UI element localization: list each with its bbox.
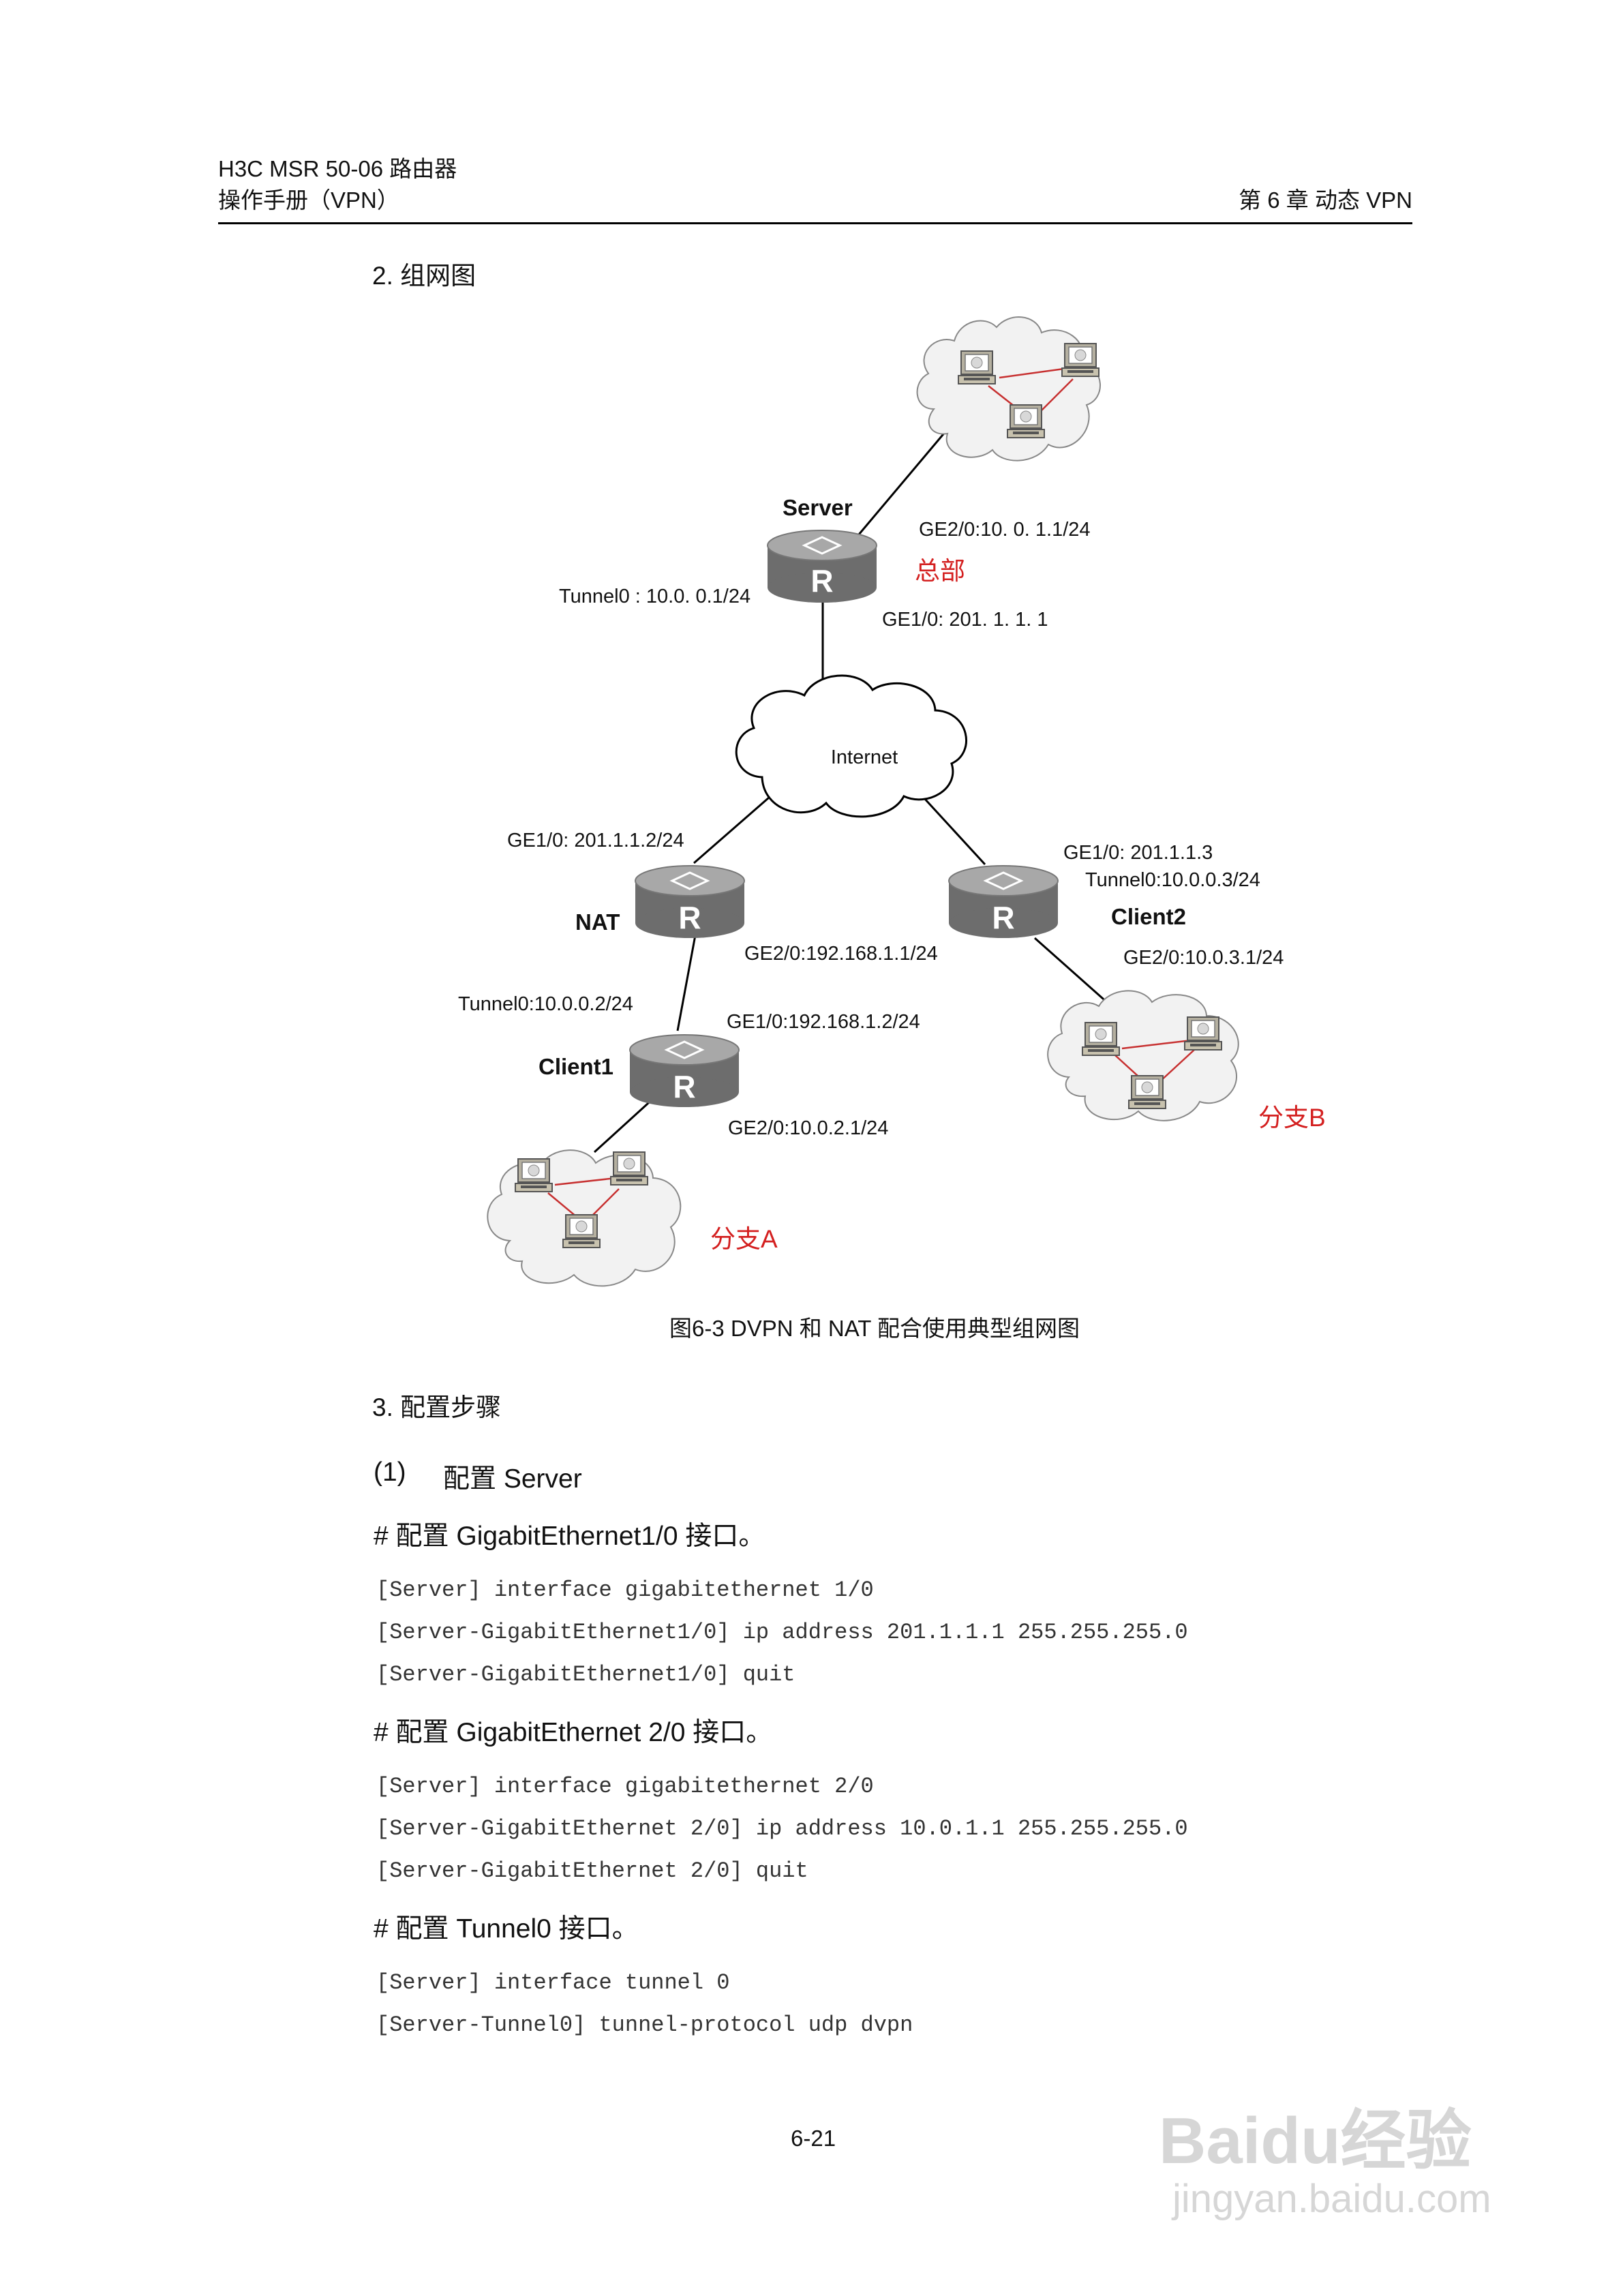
step-text: 配置 Server [443,1464,582,1494]
header-chapter: 第 6 章 动态 VPN [1239,187,1412,213]
internet-cloud: Internet [735,674,967,818]
code-line: [Server] interface gigabitethernet 2/0 [376,1774,874,1799]
header-rule [218,222,1412,224]
header-manual: 操作手册（VPN） [218,187,399,213]
code-line: [Server] interface tunnel 0 [376,1970,730,1995]
step-number: (1) [374,1457,406,1487]
router-nat: R [635,865,745,938]
branch-a-label: 分支A [710,1225,778,1253]
block-heading: # 配置 GigabitEthernet 2/0 接口。 [374,1718,773,1747]
client2-tunnel: Tunnel0:10.0.0.3/24 [1085,869,1260,891]
branch-b-label: 分支B [1258,1104,1326,1132]
figure-caption: 图6-3 DVPN 和 NAT 配合使用典型组网图 [669,1316,1080,1341]
header-product: H3C MSR 50-06 路由器 [218,156,457,181]
page-number: 6-21 [791,2126,836,2151]
client2-name: Client2 [1111,904,1186,929]
section-title-network: 2. 组网图 [372,262,476,290]
hq-label: 总部 [915,557,965,585]
router-server: R [767,530,877,603]
client1-ge10: GE1/0:192.168.1.2/24 [727,1011,920,1033]
nat-ge10: GE1/0: 201.1.1.2/24 [507,830,684,851]
svg-text:R: R [992,900,1014,935]
code-line: [Server-GigabitEthernet1/0] ip address 2… [376,1620,1188,1645]
svg-text:R: R [678,900,701,935]
branch-a-lan-cloud [487,1149,682,1287]
code-line: [Server-GigabitEthernet 2/0] quit [376,1858,808,1884]
code-line: [Server-GigabitEthernet 2/0] ip address … [376,1816,1188,1841]
router-client2: R [948,865,1059,938]
client2-ge20: GE2/0:10.0.3.1/24 [1123,947,1284,969]
nat-ge20: GE2/0:192.168.1.1/24 [744,943,938,965]
client2-ge10: GE1/0: 201.1.1.3 [1063,842,1213,864]
block-heading: # 配置 Tunnel0 接口。 [374,1914,639,1944]
code-line: [Server-Tunnel0] tunnel-protocol udp dvp… [376,2012,913,2038]
internet-label: Internet [831,746,898,768]
server-ge10: GE1/0: 201. 1. 1. 1 [882,609,1048,631]
code-line: [Server-GigabitEthernet1/0] quit [376,1662,795,1687]
client1-tunnel: Tunnel0:10.0.0.2/24 [458,993,633,1015]
block-heading: # 配置 GigabitEthernet1/0 接口。 [374,1522,765,1551]
server-name: Server [783,495,853,520]
server-ge20: GE2/0:10. 0. 1.1/24 [919,519,1091,541]
client1-ge20: GE2/0:10.0.2.1/24 [728,1117,888,1139]
hq-lan-cloud [916,316,1101,462]
server-tunnel: Tunnel0 : 10.0. 0.1/24 [559,586,750,607]
code-line: [Server] interface gigabitethernet 1/0 [376,1577,874,1603]
watermark-url: jingyan.baidu.com [1172,2177,1491,2221]
svg-text:R: R [810,563,833,599]
router-client1: R [629,1034,740,1107]
watermark-logo: Baidu经验 [1159,2104,1472,2177]
nat-name: NAT [575,909,620,935]
section-title-config: 3. 配置步骤 [372,1393,502,1421]
svg-text:R: R [673,1069,695,1104]
network-diagram: Internet R R [458,316,1326,1287]
branch-b-lan-cloud [1047,990,1239,1121]
client1-name: Client1 [539,1054,613,1079]
